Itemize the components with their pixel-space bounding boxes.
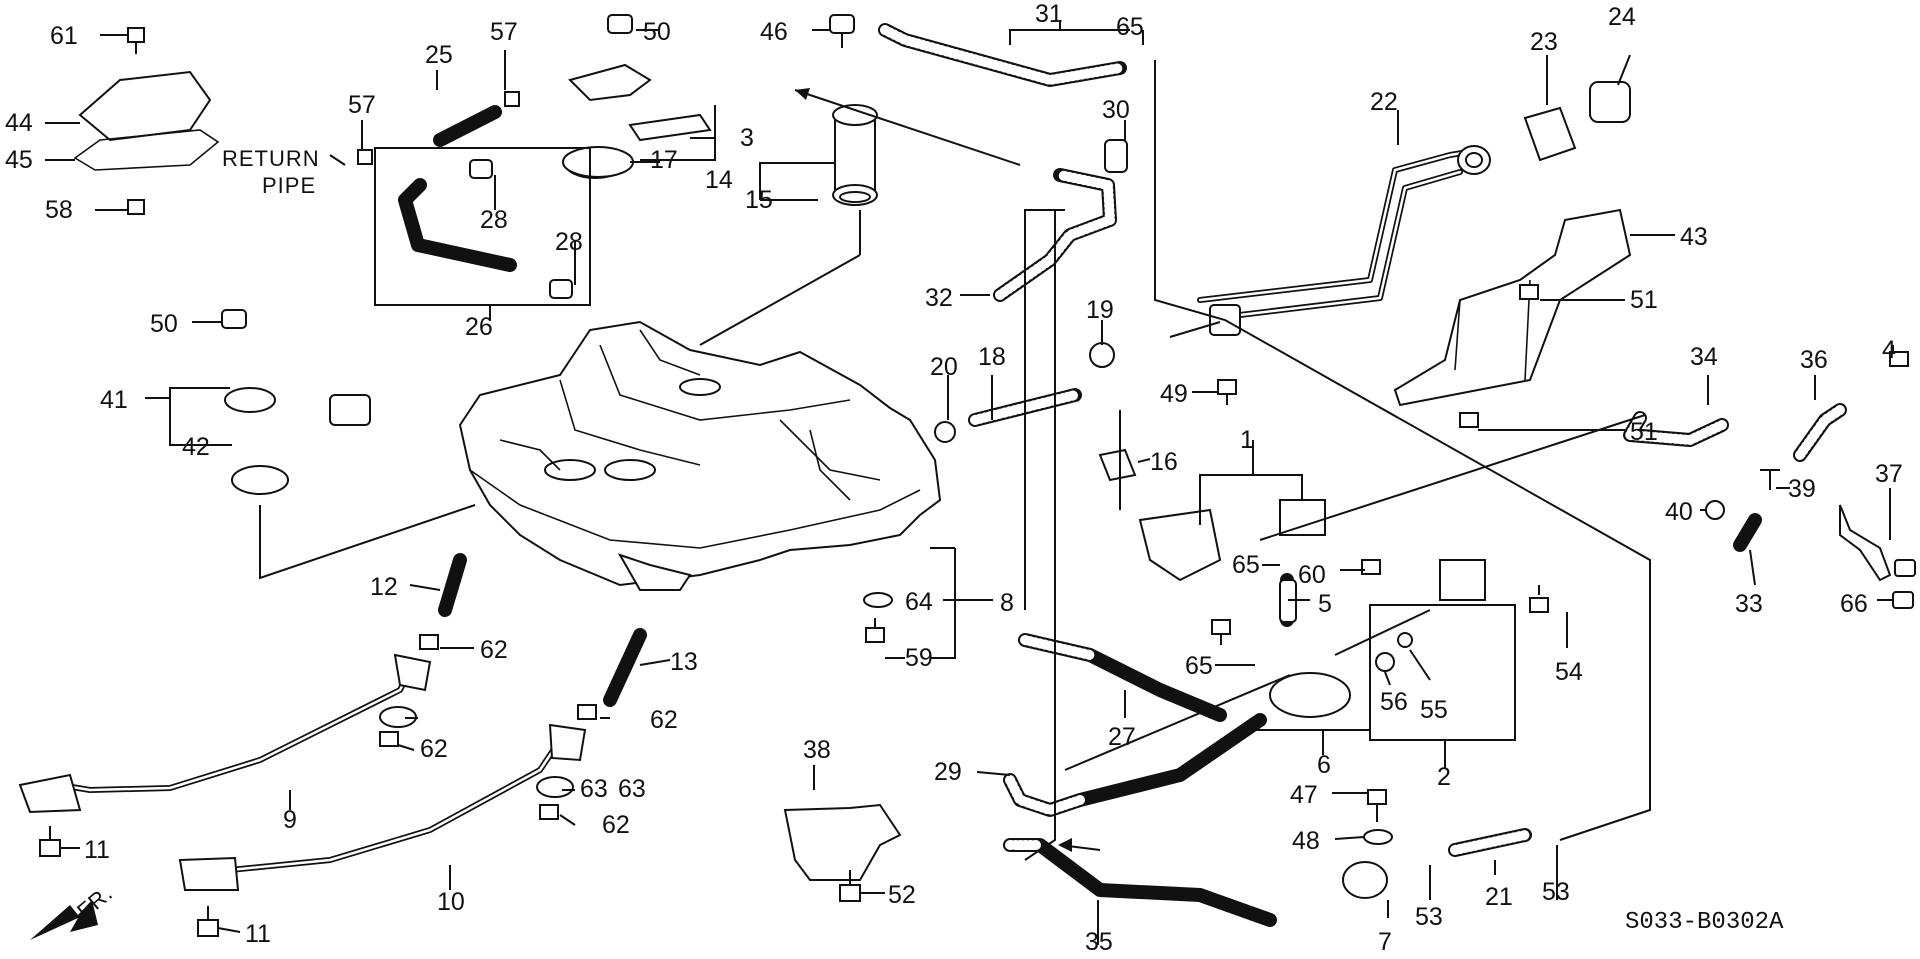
callout-19: 19 — [1086, 296, 1114, 324]
callout-45: 45 — [5, 146, 33, 174]
tank-strap-9 — [18, 653, 432, 814]
leader-lines — [45, 20, 1894, 945]
callout-49: 49 — [1160, 380, 1188, 408]
callout-57: 57 — [348, 91, 376, 119]
callout-50: 50 — [150, 310, 178, 338]
bolts — [39, 14, 1916, 937]
callout-28: 28 — [480, 206, 508, 234]
callout-39: 39 — [1788, 475, 1816, 503]
callout-53: 53 — [1415, 903, 1443, 931]
callout-18: 18 — [978, 343, 1006, 371]
callout-51: 51 — [1630, 286, 1658, 314]
callout-17: 17 — [650, 146, 678, 174]
callout-6: 6 — [1317, 751, 1331, 779]
callout-33: 33 — [1735, 590, 1763, 618]
callout-34: 34 — [1690, 343, 1718, 371]
callout-46: 46 — [760, 18, 788, 46]
return-pipe-note: RETURN PIPE — [222, 146, 320, 198]
callout-63: 63 — [580, 775, 608, 803]
callout-62: 62 — [650, 706, 678, 734]
callout-36: 36 — [1800, 346, 1828, 374]
callout-25: 25 — [425, 41, 453, 69]
callout-31: 31 — [1035, 0, 1063, 28]
callout-1: 1 — [1240, 426, 1254, 454]
callout-50: 50 — [643, 18, 671, 46]
callout-65: 65 — [1116, 13, 1144, 41]
callout-11: 11 — [84, 836, 110, 864]
callout-35: 35 — [1085, 928, 1113, 956]
callout-54: 54 — [1555, 658, 1583, 686]
callout-53: 53 — [1542, 878, 1570, 906]
front-arrow-icon — [30, 900, 98, 940]
callout-47: 47 — [1290, 781, 1318, 809]
callout-26: 26 — [465, 313, 493, 341]
tank-strap-10 — [178, 723, 587, 891]
callout-2: 2 — [1437, 763, 1451, 791]
callout-24: 24 — [1608, 3, 1636, 31]
callout-14: 14 — [705, 166, 733, 194]
callout-66: 66 — [1840, 590, 1868, 618]
callout-32: 32 — [925, 284, 953, 312]
callout-63: 63 — [618, 775, 646, 803]
arrows — [30, 88, 1101, 940]
callout-40: 40 — [1665, 498, 1693, 526]
callout-37: 37 — [1875, 460, 1903, 488]
callout-12: 12 — [370, 573, 398, 601]
callout-61: 61 — [50, 22, 78, 50]
callout-38: 38 — [803, 736, 831, 764]
callout-27: 27 — [1108, 723, 1136, 751]
callout-56: 56 — [1380, 688, 1408, 716]
callout-59: 59 — [905, 644, 933, 672]
callout-42: 42 — [182, 433, 210, 461]
callout-5: 5 — [1318, 590, 1332, 618]
callout-60: 60 — [1298, 561, 1326, 589]
callout-9: 9 — [283, 806, 297, 834]
callout-21: 21 — [1485, 883, 1513, 911]
callout-4: 4 — [1882, 336, 1896, 364]
callout-20: 20 — [930, 353, 958, 381]
callout-52: 52 — [888, 881, 916, 909]
callout-58: 58 — [45, 196, 73, 224]
callout-30: 30 — [1102, 96, 1130, 124]
callout-51: 51 — [1630, 418, 1658, 446]
callout-57: 57 — [490, 18, 518, 46]
callout-11: 11 — [245, 920, 271, 948]
callout-41: 41 — [100, 386, 128, 414]
callout-8: 8 — [1000, 589, 1014, 617]
small-parts — [73, 63, 1892, 899]
callout-64: 64 — [905, 588, 933, 616]
fuel-tank — [458, 320, 942, 591]
callout-44: 44 — [5, 109, 33, 137]
callout-23: 23 — [1530, 28, 1558, 56]
filler-pipe — [1169, 145, 1491, 338]
callout-29: 29 — [934, 758, 962, 786]
callout-16: 16 — [1150, 448, 1178, 476]
callout-3: 3 — [740, 124, 754, 152]
filler-shroud — [1393, 208, 1632, 407]
callout-7: 7 — [1378, 928, 1392, 956]
callout-62: 62 — [480, 636, 508, 664]
return-pipe-line-1: RETURN — [222, 146, 320, 171]
callout-22: 22 — [1370, 88, 1398, 116]
callout-48: 48 — [1292, 827, 1320, 855]
callout-43: 43 — [1680, 223, 1708, 251]
callout-65: 65 — [1185, 652, 1213, 680]
callout-62: 62 — [420, 735, 448, 763]
callout-55: 55 — [1420, 696, 1448, 724]
callout-15: 15 — [745, 186, 773, 214]
callout-28: 28 — [555, 228, 583, 256]
callout-62: 62 — [602, 811, 630, 839]
diagram-code: S033-B0302A — [1625, 909, 1784, 936]
callout-13: 13 — [670, 648, 698, 676]
callout-65: 65 — [1232, 551, 1260, 579]
callout-10: 10 — [437, 888, 465, 916]
return-pipe-line-2: PIPE — [262, 173, 316, 198]
